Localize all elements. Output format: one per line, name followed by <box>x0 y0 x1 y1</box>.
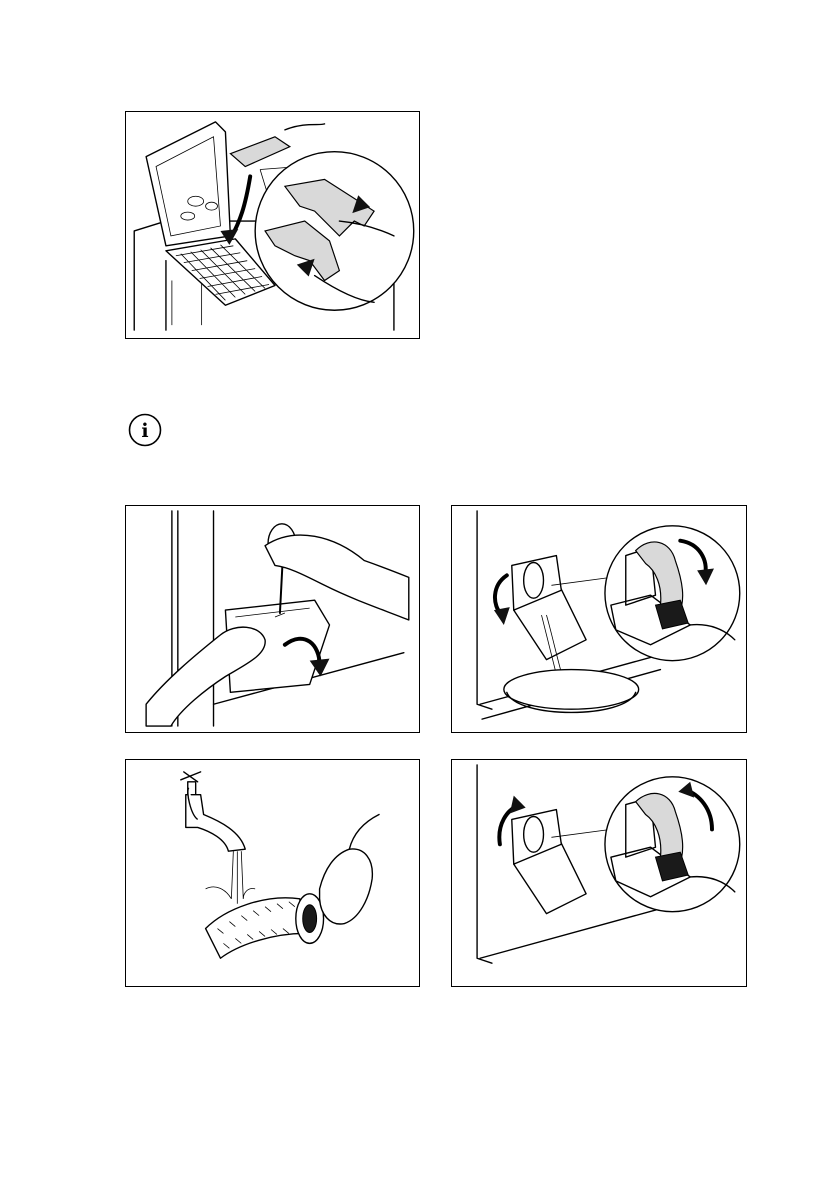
open-filter-flap-illustration <box>126 506 419 732</box>
info-symbol: i <box>141 420 148 442</box>
figure-drain-pump-filter <box>451 505 747 733</box>
figure-rinse-filter <box>125 759 420 987</box>
figure-fluff-filter-removal <box>125 111 420 339</box>
drain-pump-filter-illustration <box>452 506 746 732</box>
info-icon: i <box>128 413 162 447</box>
figure-open-filter-flap <box>125 505 420 733</box>
figure-reinstall-pump-filter <box>451 759 747 987</box>
rinse-filter-under-tap-illustration <box>126 760 419 986</box>
reinstall-pump-filter-illustration <box>452 760 746 986</box>
filter-tray-removal-illustration <box>126 112 419 338</box>
